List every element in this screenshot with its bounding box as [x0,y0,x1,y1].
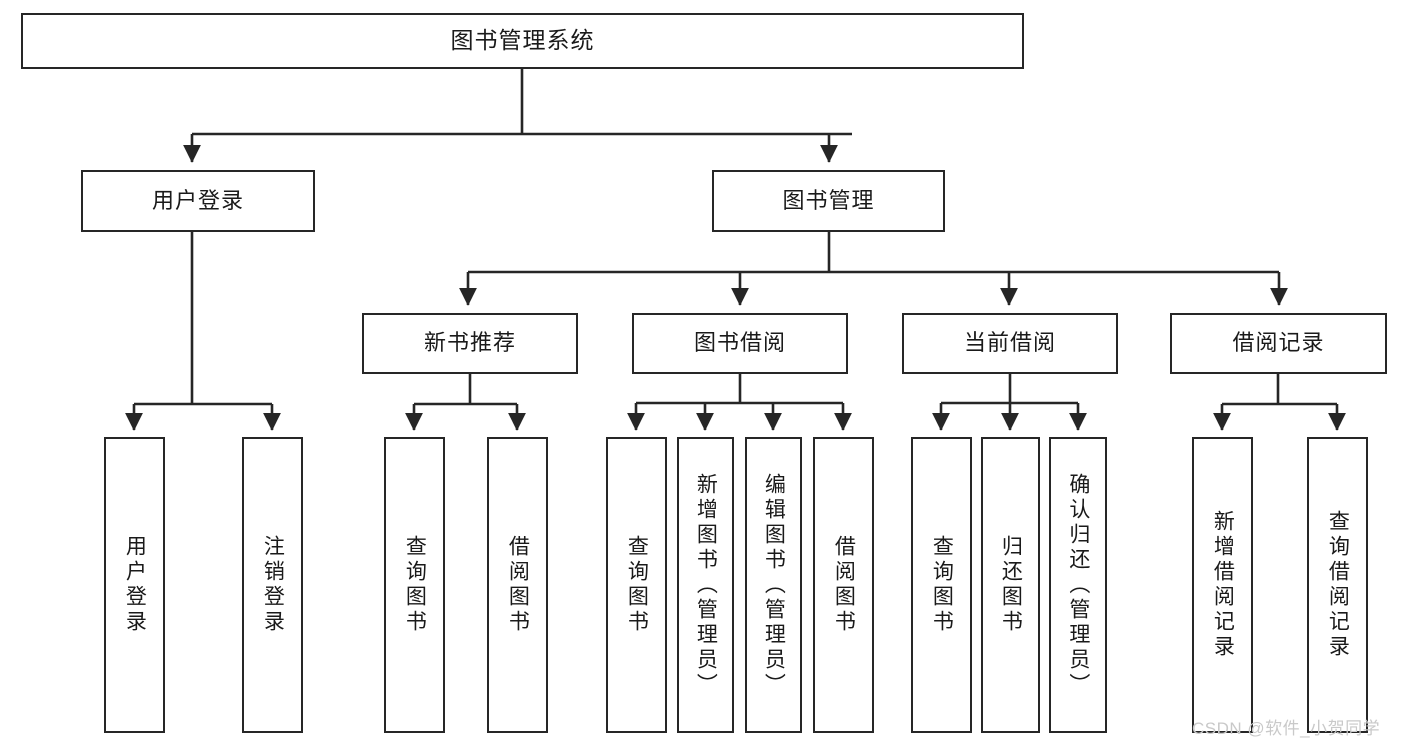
leaf-query-borrow-record[interactable]: 查询借阅记录 [1307,437,1368,733]
node-label: 新增图书（管理员） [694,472,718,698]
node-book-management[interactable]: 图书管理 [712,170,945,232]
node-label: 借阅图书 [506,535,530,635]
node-label: 新书推荐 [423,330,516,356]
node-label: 用户登录 [151,187,244,213]
node-label: 查询图书 [930,535,954,635]
leaf-query-book-current[interactable]: 查询图书 [911,437,972,733]
node-label: 当前借阅 [963,330,1056,356]
leaf-edit-book-admin[interactable]: 编辑图书（管理员） [745,437,802,733]
leaf-user-login[interactable]: 用户登录 [104,437,165,733]
node-label: 新增借阅记录 [1211,510,1235,660]
node-label: 归还图书 [999,535,1023,635]
node-label: 图书管理系统 [450,27,595,54]
node-label: 借阅记录 [1232,330,1325,356]
node-label: 借阅图书 [832,535,856,635]
leaf-borrow-book-recommend[interactable]: 借阅图书 [487,437,548,733]
leaf-add-book-admin[interactable]: 新增图书（管理员） [677,437,734,733]
node-label: 查询借阅记录 [1326,510,1350,660]
leaf-add-borrow-record[interactable]: 新增借阅记录 [1192,437,1253,733]
csdn-watermark: CSDN @软件_小贺同学 [1192,719,1381,738]
node-label: 查询图书 [403,535,427,635]
leaf-return-book[interactable]: 归还图书 [981,437,1040,733]
node-label: 注销登录 [261,535,285,635]
node-current-borrow[interactable]: 当前借阅 [902,313,1118,374]
leaf-confirm-return-admin[interactable]: 确认归还（管理员） [1049,437,1107,733]
node-user-login[interactable]: 用户登录 [81,170,315,232]
node-borrow-record[interactable]: 借阅记录 [1170,313,1387,374]
node-label: 查询图书 [625,535,649,635]
leaf-query-book-recommend[interactable]: 查询图书 [384,437,445,733]
node-label: 用户登录 [123,535,147,635]
node-book-borrow[interactable]: 图书借阅 [632,313,848,374]
leaf-query-book-borrow[interactable]: 查询图书 [606,437,667,733]
leaf-borrow-book-borrow[interactable]: 借阅图书 [813,437,874,733]
node-root-book-management-system[interactable]: 图书管理系统 [21,13,1024,69]
leaf-user-logout[interactable]: 注销登录 [242,437,303,733]
node-label: 图书管理 [782,187,875,213]
node-label: 确认归还（管理员） [1066,472,1090,698]
node-label: 编辑图书（管理员） [762,472,786,698]
node-new-book-recommend[interactable]: 新书推荐 [362,313,578,374]
node-label: 图书借阅 [693,330,786,356]
